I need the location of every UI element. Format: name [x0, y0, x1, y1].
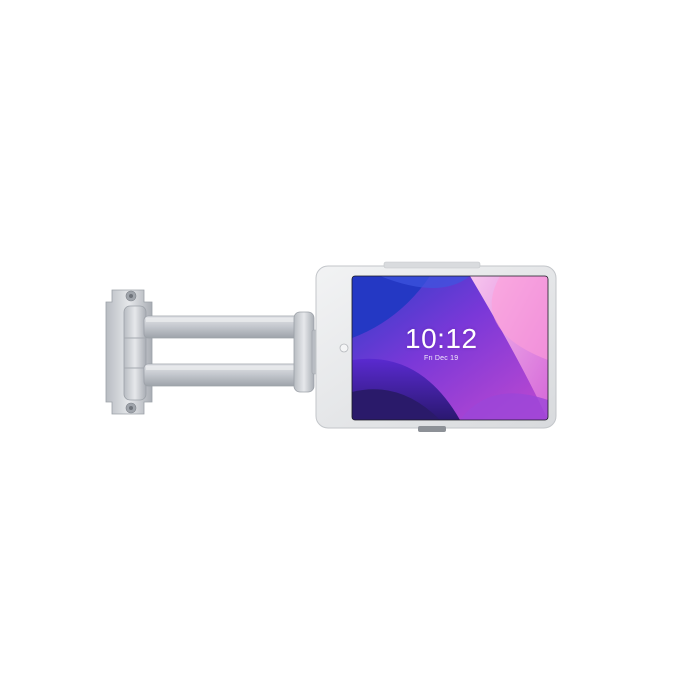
home-button-cutout: [339, 343, 349, 353]
tablet-screen: [352, 276, 548, 420]
lock-icon: [418, 426, 446, 432]
upper-arm: [143, 315, 305, 339]
lock-screen-date: Fri Dec 19: [424, 355, 459, 362]
left-hinge: [123, 305, 147, 401]
lock-screen-time: 10:12: [405, 323, 478, 354]
lower-arm: [143, 363, 305, 387]
